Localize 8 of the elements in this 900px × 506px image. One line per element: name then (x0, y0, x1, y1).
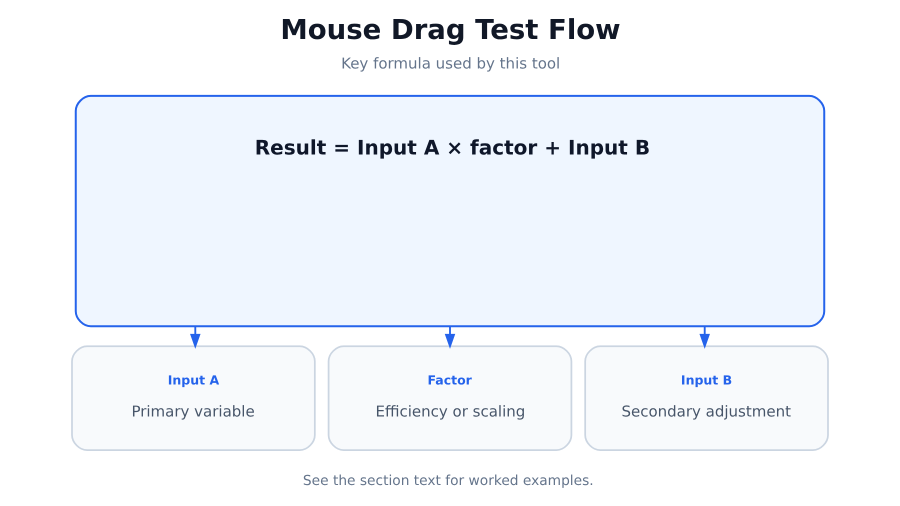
label: Key formula used by this tool (341, 54, 560, 73)
node-box: Factor Efficiency or scaling (328, 345, 572, 451)
diagram-title: Mouse Drag Test Flow (280, 14, 621, 46)
arrow (444, 326, 456, 349)
node-box: Input B Secondary adjustment (584, 345, 829, 451)
node-box: Input A Primary variable (71, 345, 316, 451)
caption: See the section text for worked examples. (302, 472, 594, 489)
node-box: Result = Input A × factor + Input B (74, 94, 826, 328)
